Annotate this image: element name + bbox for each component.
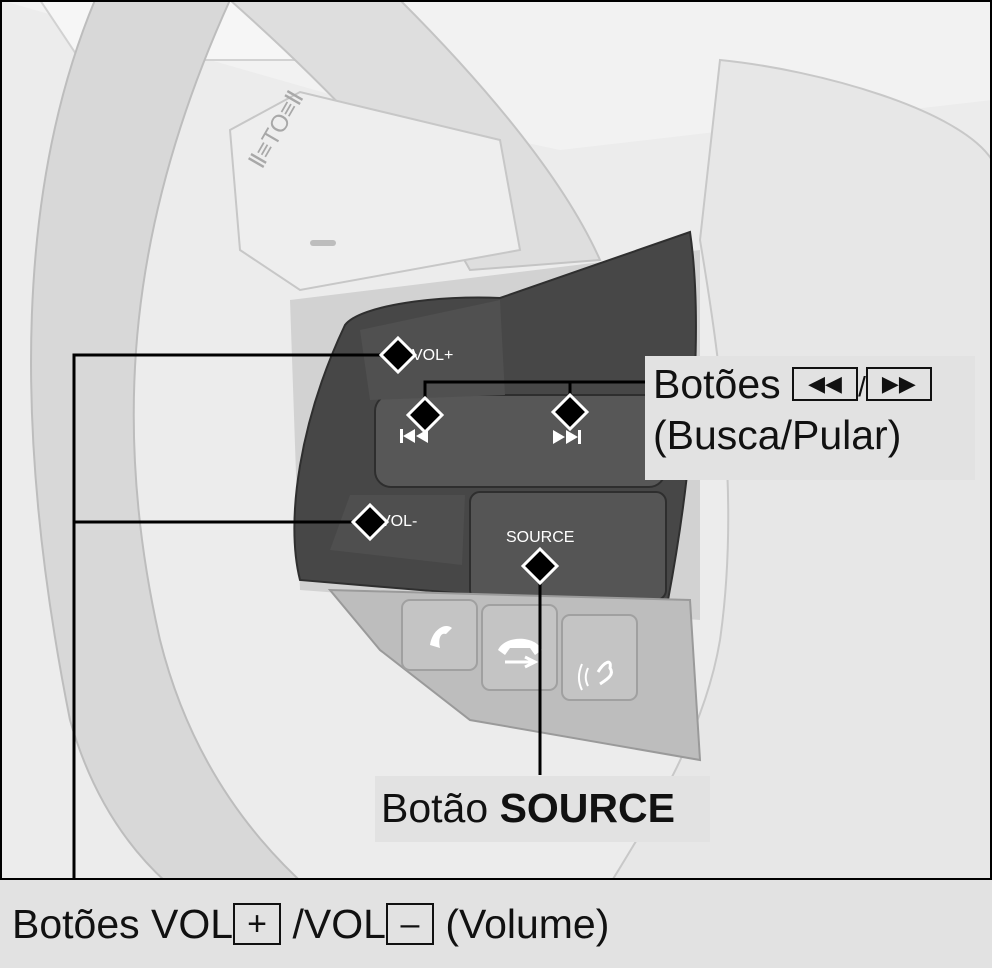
next-track-marker <box>550 392 590 432</box>
next-key-box: ▶▶ <box>865 367 932 402</box>
seek-buttons-callout: Botões ◀◀/▶▶ (Busca/Pular) <box>645 356 975 480</box>
source-callout-prefix: Botão <box>381 785 489 831</box>
prev-track-marker <box>405 395 445 435</box>
seek-callout-prefix: Botões <box>653 361 781 407</box>
phone-hangup-icon <box>498 638 542 669</box>
seek-callout-line2: (Busca/Pular) <box>653 412 902 459</box>
volume-callout-suffix: (Volume) <box>445 901 610 947</box>
seek-callout-line1: Botões ◀◀/▶▶ <box>653 360 967 411</box>
voice-talk-button[interactable] <box>561 614 638 701</box>
vol-plus-label: VOL+ <box>412 347 453 364</box>
callout-markers <box>350 335 590 586</box>
source-button-callout: Botão SOURCE <box>375 776 710 842</box>
source-callout-bold: SOURCE <box>499 785 675 831</box>
voice-talk-icon <box>578 660 613 691</box>
volume-buttons-callout: Botões VOL+ /VOL– (Volume) <box>0 878 992 968</box>
next-track-icon <box>553 430 581 444</box>
volume-callout-prefix: Botões VOL <box>12 901 234 947</box>
leader-lines <box>72 353 650 878</box>
vol-minus-label: VOL- <box>380 513 417 530</box>
vol-minus-marker <box>350 502 390 542</box>
source-marker <box>520 546 560 586</box>
vol-plus-key-box: + <box>233 903 282 946</box>
seek-key-separator: / <box>858 371 866 403</box>
phone-pickup-icon <box>430 625 452 648</box>
source-label: SOURCE <box>506 529 574 546</box>
vol-minus-key-box: – <box>385 903 434 946</box>
vol-plus-marker <box>378 335 418 375</box>
source-button[interactable] <box>469 491 667 601</box>
volume-callout-middle: /VOL <box>292 901 386 947</box>
prev-key-box: ◀◀ <box>792 367 859 402</box>
